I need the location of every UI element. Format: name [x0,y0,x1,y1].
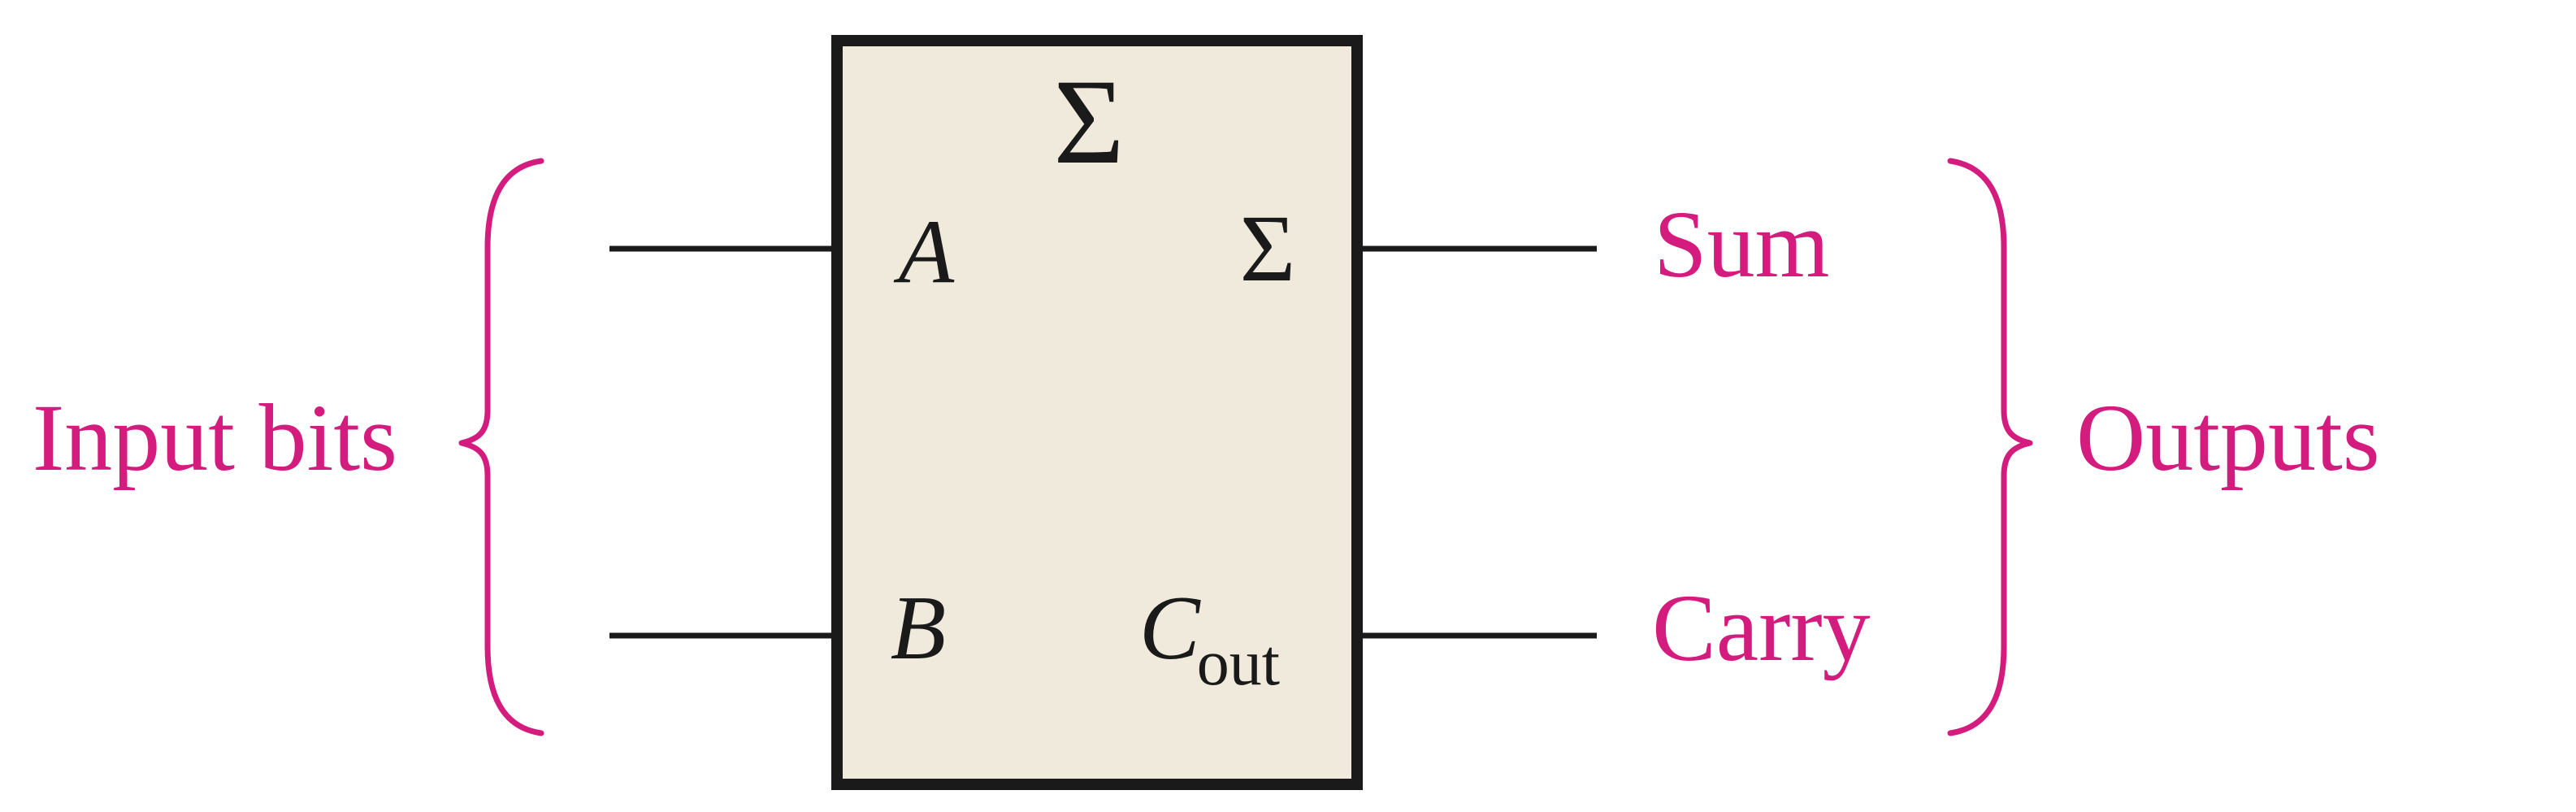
output-label-sum: Sum [1654,191,1829,297]
block-symbol: Σ [1053,54,1124,189]
output-brace [1947,158,2033,736]
output-pin-sum-symbol: Σ [1240,195,1296,302]
carry-subscript: out [1197,627,1280,699]
output-group-label: Outputs [2076,384,2380,491]
input-pin-b: B [891,578,946,679]
output-label-carry: Carry [1652,575,1871,681]
input-pin-a: A [893,202,955,302]
input-brace [458,158,544,736]
output-pin-carry: Cout [1139,578,1280,699]
carry-main-letter: C [1139,578,1201,679]
input-group-label: Input bits [33,384,397,491]
adder-block [831,35,1363,790]
